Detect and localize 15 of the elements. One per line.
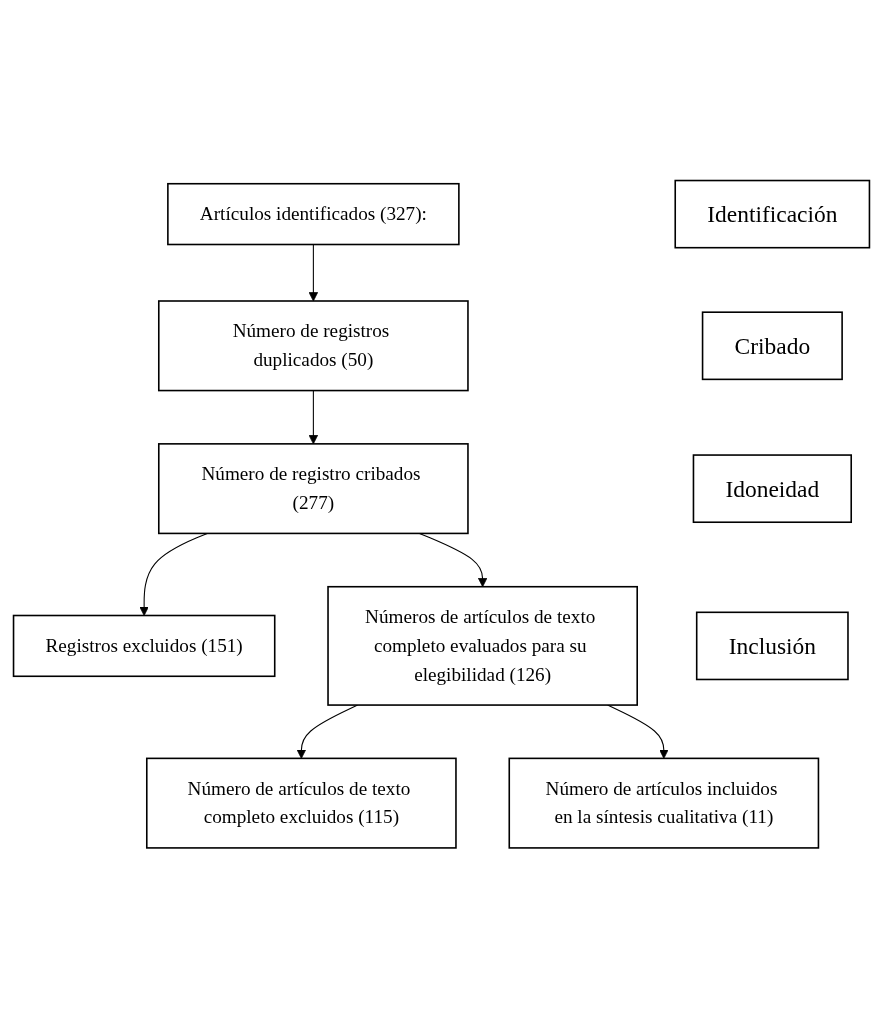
node-box: Número de artículos de texto completo excluidos (115) bbox=[146, 757, 457, 849]
arrow bbox=[308, 390, 319, 445]
node-box: Número de registro cribados (277) bbox=[158, 443, 469, 535]
node-box: Número de registros duplicados (50) bbox=[158, 300, 469, 392]
node-box: Inclusión bbox=[695, 611, 849, 681]
arrow bbox=[607, 704, 669, 760]
node-box: Números de artículos de texto completo evaluados para su elegibilidad (126) bbox=[327, 586, 638, 707]
node-box: Registros excluidos (151) bbox=[12, 614, 276, 678]
arrow bbox=[308, 244, 319, 302]
node-box: Cribado bbox=[701, 311, 843, 381]
node-box: Número de artículos incluidos en la síntesis cualitativa (11) bbox=[508, 757, 820, 849]
node-box: Idoneidad bbox=[692, 454, 852, 524]
arrow bbox=[139, 533, 208, 617]
node-box: Artículos identificados (327): bbox=[167, 183, 460, 246]
node-box: Identificación bbox=[674, 180, 871, 249]
